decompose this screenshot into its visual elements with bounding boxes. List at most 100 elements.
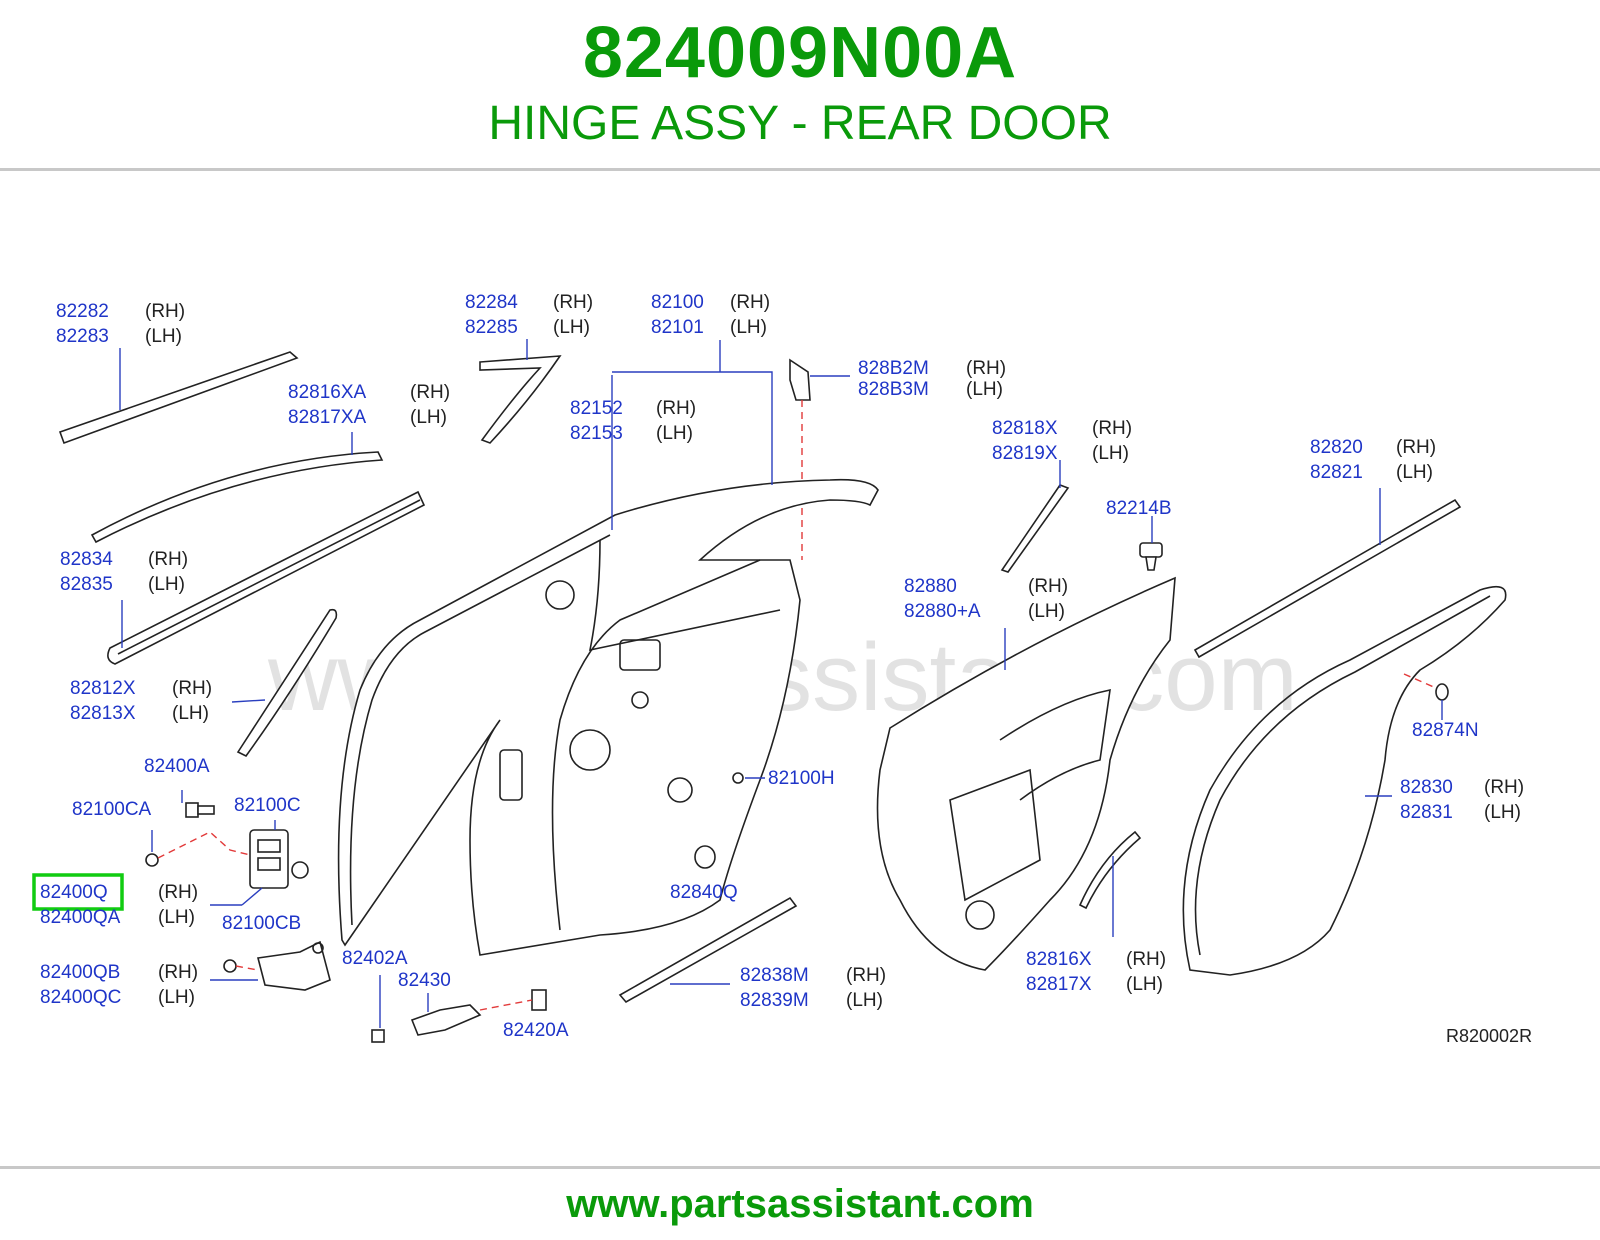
side-label: (LH): [148, 574, 185, 595]
side-label: (RH): [730, 292, 770, 313]
part-number-label[interactable]: 82813X: [70, 703, 136, 724]
hinge-lower-82400qb-drawing: [210, 940, 331, 991]
side-label: (RH): [966, 358, 1006, 379]
side-label: (RH): [1396, 437, 1436, 458]
grommet-82100h-drawing: [732, 772, 765, 784]
side-label: (LH): [1126, 974, 1163, 995]
header-divider: [0, 168, 1600, 171]
outer-strip-82820-drawing: [1193, 488, 1462, 659]
bolt-82402a-drawing: [371, 975, 385, 1043]
part-number-label[interactable]: 82838M: [740, 965, 809, 986]
side-label: (RH): [1126, 949, 1166, 970]
sash-82812x-drawing: [231, 608, 338, 758]
side-label: (LH): [966, 379, 1003, 400]
side-label: (RH): [145, 301, 185, 322]
part-number-label[interactable]: 82812X: [70, 678, 136, 699]
part-number-label[interactable]: 82834: [60, 549, 113, 570]
side-label: (LH): [1028, 601, 1065, 622]
part-number-label[interactable]: 82100: [651, 292, 704, 313]
part-number-label[interactable]: 82420A: [503, 1020, 569, 1041]
part-number-label[interactable]: 82100C: [234, 795, 301, 816]
side-label: (RH): [1092, 418, 1132, 439]
part-number-label[interactable]: 82819X: [992, 443, 1058, 464]
bolt-82420a-drawing: [479, 989, 547, 1011]
footer-divider: [0, 1166, 1600, 1169]
part-number-label[interactable]: 82402A: [342, 948, 408, 969]
door-panel-82100-drawing: [337, 340, 879, 956]
side-label: (LH): [172, 703, 209, 724]
moulding-82816xa-drawing: [90, 432, 384, 544]
door-weatherstrip-82830-drawing: [1182, 585, 1507, 976]
part-number-label[interactable]: 82835: [60, 574, 113, 595]
part-number-label[interactable]: 82400QB: [40, 962, 120, 983]
side-label: (RH): [553, 292, 593, 313]
side-label: (LH): [553, 317, 590, 338]
part-number-label[interactable]: 82831: [1400, 802, 1453, 823]
side-label: (LH): [1092, 443, 1129, 464]
footer-url[interactable]: www.partsassistant.com: [566, 1182, 1034, 1226]
part-number-label[interactable]: 828B3M: [858, 379, 929, 400]
part-number-label[interactable]: 82820: [1310, 437, 1363, 458]
inner-trim-panel-82880-drawing: [876, 576, 1176, 971]
side-label: (LH): [1396, 462, 1433, 483]
side-label: (RH): [158, 882, 198, 903]
part-number-label[interactable]: 82214B: [1106, 498, 1172, 519]
highlighted-part-number-label[interactable]: 82400Q: [40, 882, 108, 903]
part-number-label[interactable]: 82817X: [1026, 974, 1092, 995]
diagram-reference-code: R820002R: [1446, 1026, 1532, 1046]
part-number-label[interactable]: 82840Q: [670, 882, 738, 903]
part-number-label[interactable]: 82400A: [144, 756, 210, 777]
part-number-label[interactable]: 82817XA: [288, 407, 367, 428]
part-number-label[interactable]: 82839M: [740, 990, 809, 1011]
side-label: (RH): [656, 398, 696, 419]
nut-82100ca-drawing: [145, 830, 159, 867]
part-number-label[interactable]: 82880: [904, 576, 957, 597]
part-number-label[interactable]: 828B2M: [858, 358, 929, 379]
side-label: (LH): [158, 987, 195, 1008]
bolt-82400a-drawing: [181, 790, 215, 818]
part-number-label[interactable]: 82282: [56, 301, 109, 322]
part-number-label[interactable]: 82874N: [1412, 720, 1479, 741]
side-label: (RH): [410, 382, 450, 403]
part-number-label[interactable]: 82284: [465, 292, 518, 313]
part-number-label[interactable]: 82818X: [992, 418, 1058, 439]
side-label: (RH): [1484, 777, 1524, 798]
side-label: (LH): [1484, 802, 1521, 823]
labels-group: 82282 (RH) 82283 (LH) 82284 (RH) 82285 (…: [40, 292, 1532, 1046]
part-number-label[interactable]: 82100CB: [222, 913, 301, 934]
part-number-label[interactable]: 82821: [1310, 462, 1363, 483]
part-number-label[interactable]: 82816X: [1026, 949, 1092, 970]
outer-moulding-82282-drawing: [58, 348, 299, 445]
part-number-label[interactable]: 82816XA: [288, 382, 367, 403]
clip-82214b-drawing: [1139, 516, 1163, 571]
part-number-label[interactable]: 82153: [570, 423, 623, 444]
clip-828b2m-drawing: [789, 358, 850, 560]
parts-diagram: www.partsassistant.com: [32, 292, 1532, 1046]
part-number-label[interactable]: 82283: [56, 326, 109, 347]
part-number-label[interactable]: 82100H: [768, 768, 835, 789]
highlighted-part-box: [32, 873, 124, 911]
part-number-label[interactable]: 82830: [1400, 777, 1453, 798]
part-number-label[interactable]: 82101: [651, 317, 704, 338]
hinge-connector-dash: [157, 831, 251, 859]
part-number-label[interactable]: 82880+A: [904, 601, 981, 622]
part-number-label[interactable]: 82285: [465, 317, 518, 338]
bottom-moulding-82838m-drawing: [618, 896, 798, 1004]
part-number-title: 824009N00A: [582, 13, 1018, 93]
side-label: (RH): [148, 549, 188, 570]
part-number-label[interactable]: 82400QC: [40, 987, 121, 1008]
part-number-label[interactable]: 82430: [398, 970, 451, 991]
side-label: (LH): [410, 407, 447, 428]
nut-82100c-drawing: [274, 820, 309, 879]
strip-82818x-drawing: [1000, 460, 1070, 573]
side-label: (RH): [172, 678, 212, 699]
part-number-label[interactable]: 82152: [570, 398, 623, 419]
plug-82874n-drawing: [1403, 673, 1449, 720]
part-number-label[interactable]: 82400QA: [40, 907, 121, 928]
side-label: (LH): [158, 907, 195, 928]
side-label: (RH): [846, 965, 886, 986]
part-number-label[interactable]: 82100CA: [72, 799, 152, 820]
side-label: (LH): [846, 990, 883, 1011]
plug-82840q-drawing: [694, 845, 716, 869]
side-label: (LH): [730, 317, 767, 338]
